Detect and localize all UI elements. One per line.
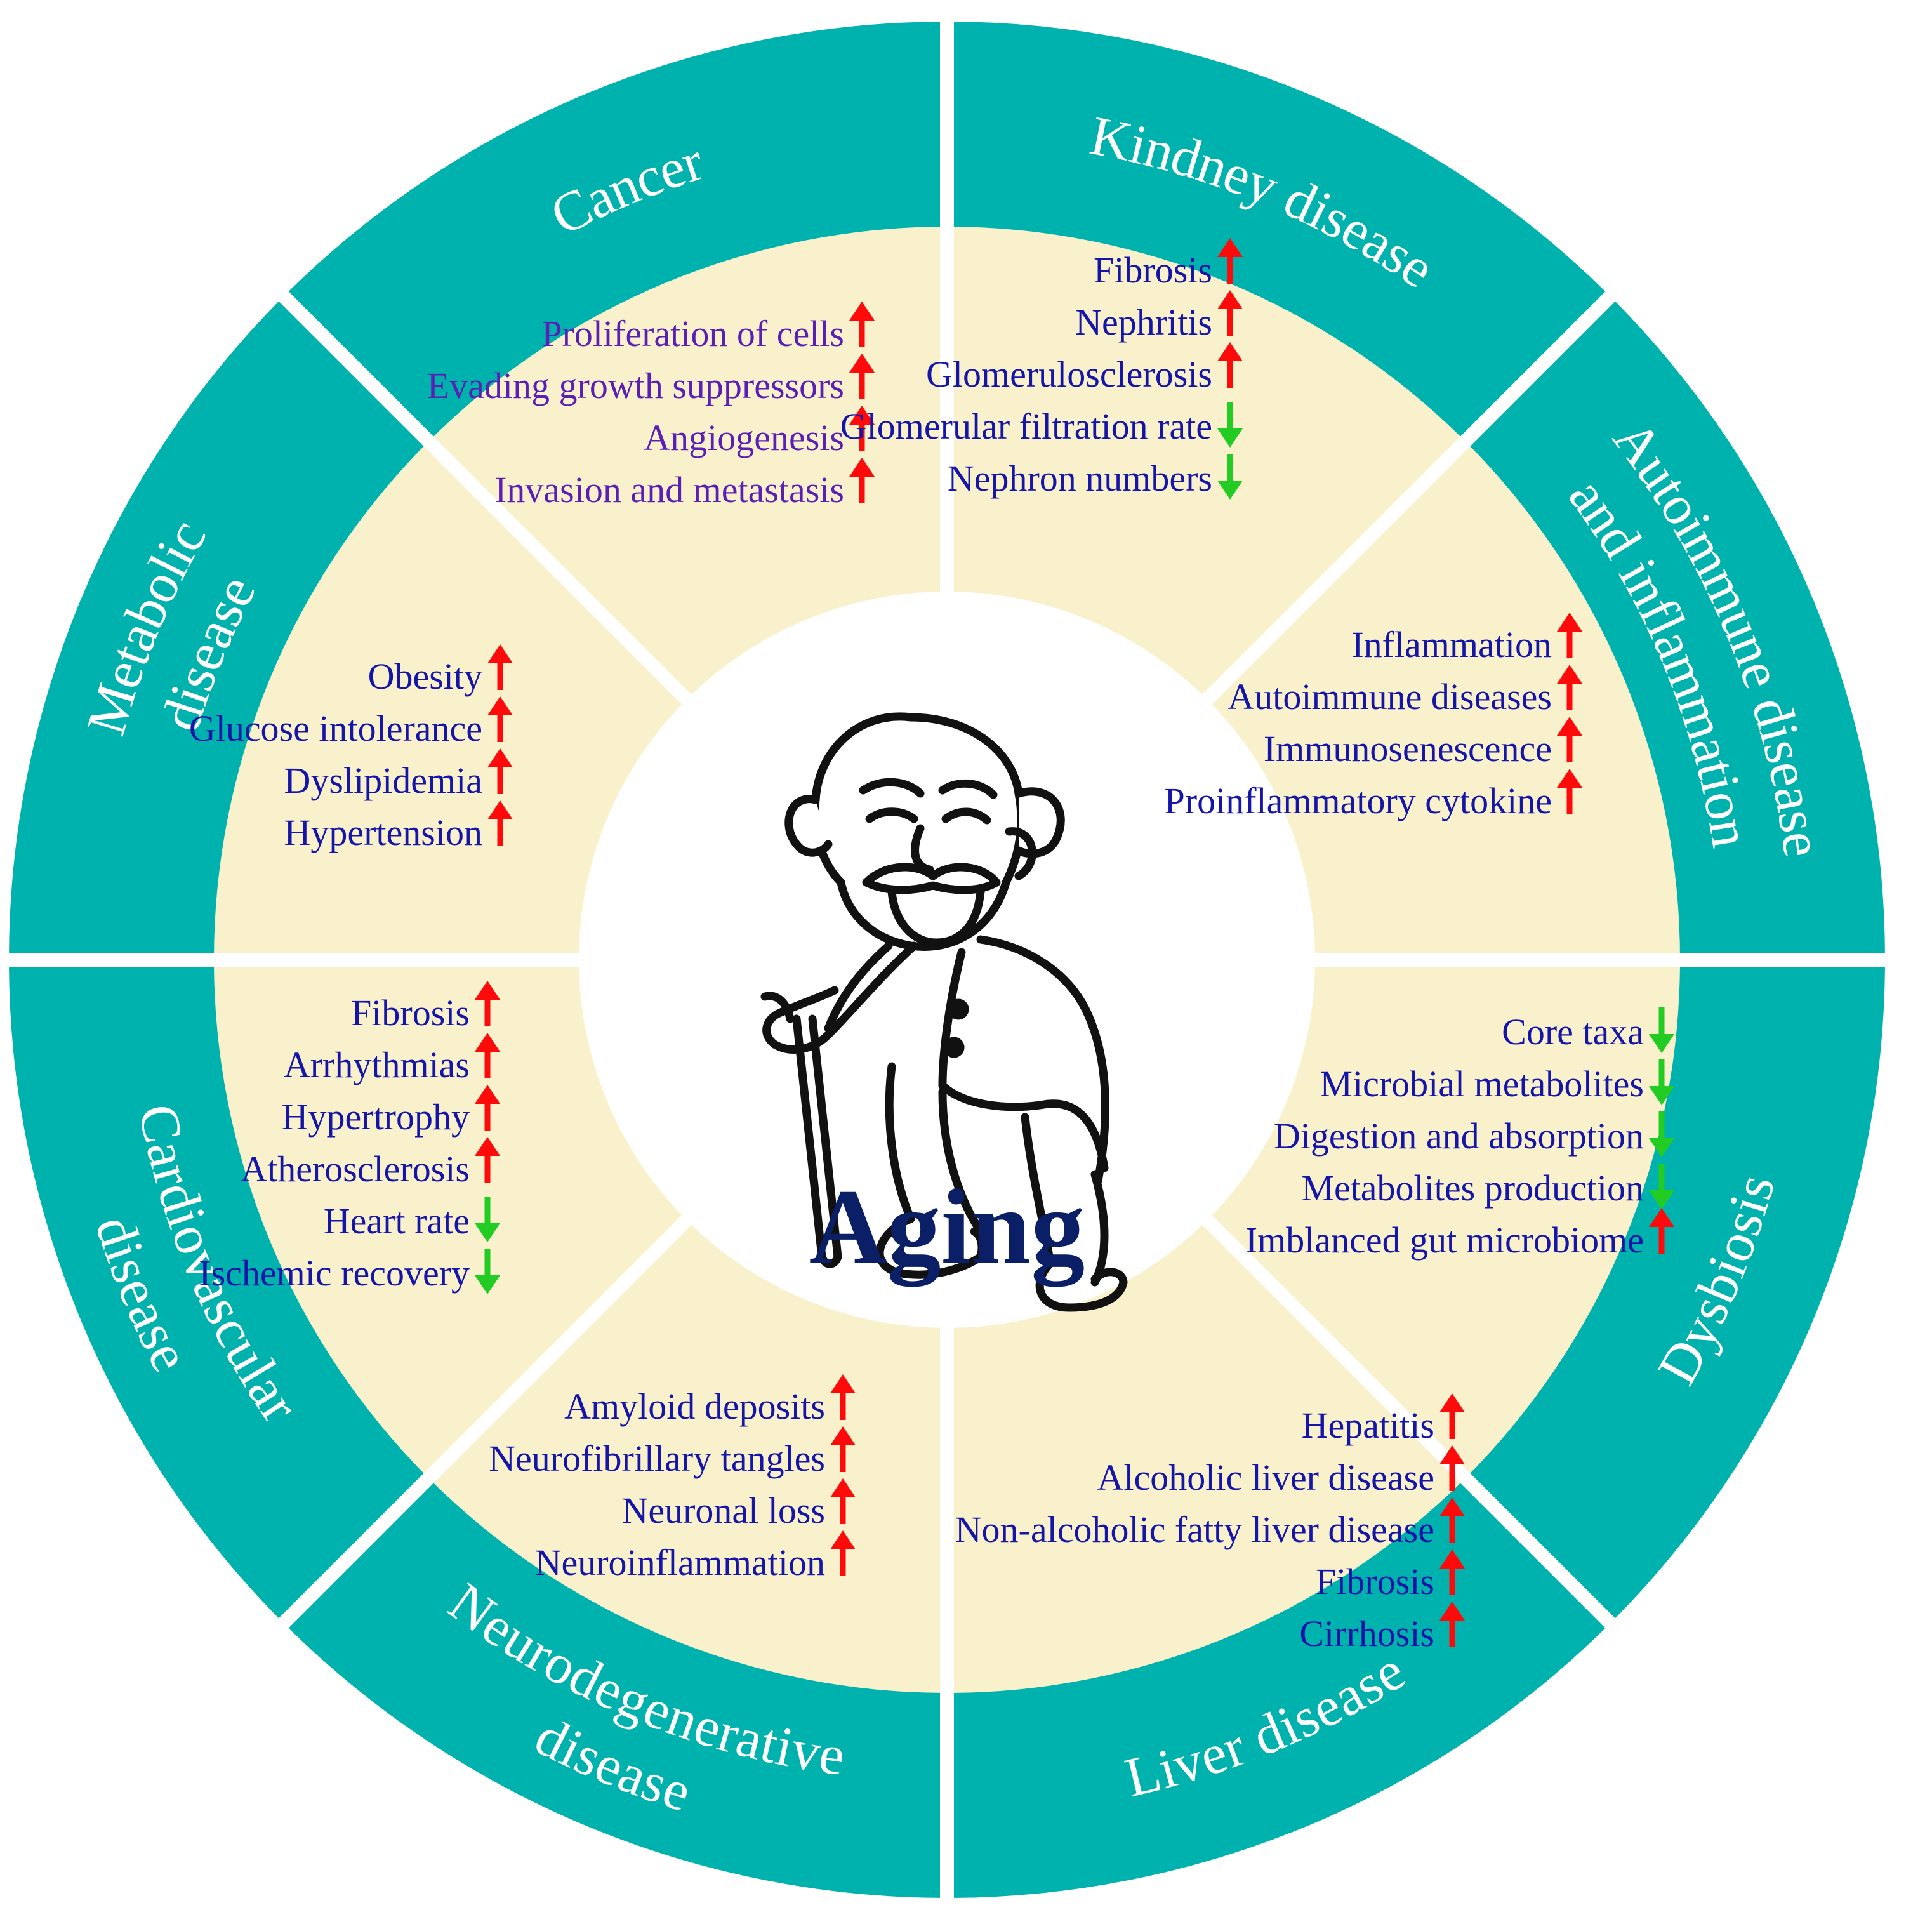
list-item: Digestion and absorption bbox=[1274, 1115, 1644, 1157]
list-item: Ischemic recovery bbox=[199, 1252, 470, 1294]
list-item: Glomerular filtration rate bbox=[840, 406, 1212, 447]
list-item: Glomerulosclerosis bbox=[926, 354, 1212, 395]
arrow-up-icon bbox=[849, 302, 875, 347]
arrow-down-icon bbox=[1217, 454, 1243, 500]
arrow-up-icon bbox=[475, 1085, 500, 1131]
list-item: Nephron numbers bbox=[948, 458, 1212, 499]
list-item: Hepatitis bbox=[1302, 1405, 1434, 1446]
arrow-down-icon bbox=[1649, 1111, 1674, 1157]
arrow-up-icon bbox=[487, 644, 513, 690]
list-item: Evading growth suppressors bbox=[427, 365, 844, 406]
list-item: Neuronal loss bbox=[621, 1490, 825, 1531]
arrow-up-icon bbox=[830, 1426, 856, 1472]
arrow-up-icon bbox=[1439, 1549, 1465, 1595]
list-item: Neurofibrillary tangles bbox=[489, 1438, 825, 1479]
arrow-up-icon bbox=[1217, 238, 1243, 284]
arrow-up-icon bbox=[475, 981, 500, 1026]
list-item: Core taxa bbox=[1502, 1011, 1644, 1052]
list-item: Fibrosis bbox=[351, 992, 470, 1033]
arrow-up-icon bbox=[1439, 1393, 1465, 1439]
arrow-up-icon bbox=[1439, 1497, 1465, 1543]
arrow-up-icon bbox=[1557, 769, 1582, 814]
list-item: Atherosclerosis bbox=[241, 1148, 470, 1190]
arrow-up-icon bbox=[1217, 290, 1243, 336]
arrow-up-icon bbox=[1649, 1208, 1674, 1254]
arrow-up-icon bbox=[830, 1374, 856, 1420]
list-item: Cirrhosis bbox=[1299, 1613, 1434, 1654]
arrow-up-icon bbox=[830, 1478, 856, 1524]
arrow-up-icon bbox=[1557, 613, 1582, 658]
list-item: Proliferation of cells bbox=[541, 313, 844, 354]
arrow-up-icon bbox=[849, 406, 875, 451]
list-item: Arrhythmias bbox=[284, 1044, 470, 1085]
list-item: Amyloid deposits bbox=[564, 1386, 825, 1427]
list-item: Imblanced gut microbiome bbox=[1245, 1219, 1644, 1261]
segment-divider bbox=[1198, 282, 1625, 709]
arrow-up-icon bbox=[1557, 665, 1582, 710]
arrow-down-icon bbox=[1649, 1164, 1674, 1209]
list-item: Microbial metabolites bbox=[1320, 1063, 1644, 1105]
center-disc bbox=[579, 592, 1315, 1328]
list-item: Dyslipidemia bbox=[284, 760, 482, 801]
item-list-cardio: FibrosisArrhythmiasHypertrophyAtheroscle… bbox=[199, 981, 500, 1294]
list-item: Invasion and metastasis bbox=[494, 469, 844, 510]
segment-divider bbox=[1198, 1211, 1625, 1638]
arrow-up-icon bbox=[1439, 1602, 1465, 1647]
center-title: Aging bbox=[809, 1167, 1085, 1287]
segment-divider bbox=[269, 282, 696, 709]
arrow-up-icon bbox=[849, 458, 875, 503]
list-item: Metabolites production bbox=[1301, 1167, 1644, 1209]
list-item: Obesity bbox=[368, 656, 482, 697]
arrow-up-icon bbox=[487, 748, 513, 794]
arrow-up-icon bbox=[487, 696, 513, 742]
list-item: Hypertension bbox=[284, 812, 483, 853]
list-item: Hypertrophy bbox=[282, 1096, 470, 1138]
list-item: Immunosenescence bbox=[1264, 728, 1552, 769]
arrow-up-icon bbox=[475, 1137, 500, 1183]
arrow-up-icon bbox=[830, 1530, 856, 1576]
arrow-down-icon bbox=[475, 1197, 500, 1242]
arrow-up-icon bbox=[487, 800, 513, 846]
list-item: Alcoholic liver disease bbox=[1097, 1457, 1435, 1498]
list-item: Autoimmune diseases bbox=[1227, 676, 1552, 717]
elderly-man-with-cane-icon bbox=[760, 712, 1128, 1312]
arrow-down-icon bbox=[1649, 1007, 1674, 1053]
arrow-up-icon bbox=[1557, 717, 1582, 762]
list-item: Heart rate bbox=[324, 1200, 470, 1242]
list-item: Angiogenesis bbox=[644, 417, 844, 458]
segment-divider bbox=[269, 1211, 696, 1638]
arrow-up-icon bbox=[1439, 1445, 1465, 1491]
arrow-down-icon bbox=[1217, 402, 1243, 448]
item-list-kidney: FibrosisNephritisGlomerulosclerosisGlome… bbox=[840, 238, 1243, 500]
divider-layer bbox=[0, 9, 1898, 1911]
arrow-up-icon bbox=[475, 1033, 500, 1078]
list-item: Fibrosis bbox=[1316, 1561, 1434, 1602]
arrow-up-icon bbox=[849, 354, 875, 399]
list-item: Fibrosis bbox=[1094, 249, 1212, 291]
list-item: Inflammation bbox=[1351, 624, 1552, 665]
list-item: Glucose intolerance bbox=[189, 708, 482, 749]
arrow-down-icon bbox=[1649, 1059, 1674, 1105]
list-item: Neuroinflammation bbox=[535, 1542, 825, 1583]
arrow-down-icon bbox=[475, 1249, 500, 1294]
arrow-up-icon bbox=[1217, 342, 1243, 388]
list-item: Non-alcoholic fatty liver disease bbox=[955, 1509, 1434, 1550]
list-item: Nephritis bbox=[1075, 302, 1212, 343]
list-item: Proinflammatory cytokine bbox=[1165, 780, 1552, 821]
